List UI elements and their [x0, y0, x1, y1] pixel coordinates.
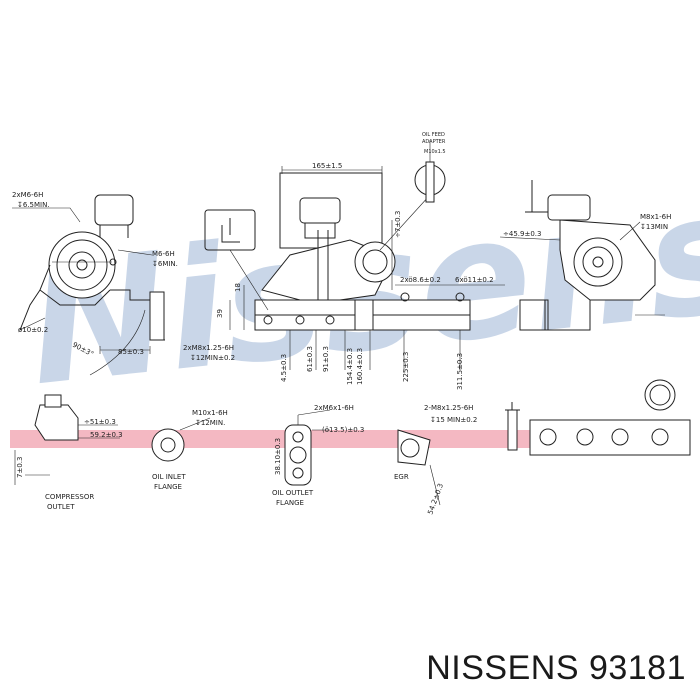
- dim-label: ↧6MIN.: [152, 260, 178, 268]
- dim-label: ÷45.9±0.3: [503, 230, 541, 238]
- exhaust-gasket: [529, 419, 691, 456]
- dim-label: 225±0.3: [402, 352, 410, 382]
- dim-label: ø10±0.2: [18, 326, 48, 334]
- dim-label: 165±1.5: [312, 162, 342, 170]
- leader-line: [499, 236, 561, 241]
- dim-label: 6xö11±0.2: [455, 276, 494, 284]
- leader-line: [19, 317, 46, 331]
- dim-label: 311.5±0.3: [456, 353, 464, 390]
- oil-feed-adapter: [425, 161, 435, 203]
- brand-name: NISSENS: [426, 649, 579, 687]
- dim-label: 54.2±0.3: [426, 482, 445, 515]
- dimension-line: [99, 346, 151, 354]
- dim-label: ↧12MIN±0.2: [190, 354, 235, 362]
- dim-label: 39: [216, 309, 224, 318]
- oil-inlet-flange: [151, 417, 211, 462]
- part-caption: OIL INLET: [152, 473, 186, 481]
- dim-label: 2-M8x1.25-6H: [424, 404, 473, 412]
- part-caption: FLANGE: [154, 483, 182, 491]
- dim-label: 2xM6x1-6H: [314, 404, 354, 412]
- compressor-side-view: [19, 194, 165, 341]
- leader-line: [619, 221, 641, 241]
- part-caption: OUTLET: [47, 503, 75, 511]
- dim-label: M10x1.5: [424, 149, 446, 155]
- gasket-ring: [644, 379, 676, 411]
- dimension-line: [229, 285, 245, 330]
- dim-label: 2xM8x1.25-6H: [183, 344, 234, 352]
- dim-label: 154.4±0.3: [346, 348, 354, 385]
- dimension-line: [289, 330, 461, 370]
- dim-label: ADAPTER: [422, 139, 446, 145]
- dim-label: 38.10±0.3: [274, 438, 282, 475]
- egr-flange: [397, 429, 441, 506]
- stud-bolt: [505, 402, 520, 451]
- turbo-rear-view: [519, 180, 656, 331]
- dim-label: 61±0.3: [306, 346, 314, 372]
- dim-label: 7±0.3: [16, 457, 24, 478]
- dim-label: 18: [234, 283, 242, 292]
- dimension-line: [281, 166, 383, 174]
- dimension-arc: [89, 309, 146, 376]
- dim-label: 59.2±0.3: [90, 431, 123, 439]
- dim-label: ÷7±0.3: [394, 211, 402, 238]
- dim-label: ↧12MIN.: [195, 419, 225, 427]
- part-caption: COMPRESSOR: [45, 493, 94, 501]
- dim-label: 2xM6-6H: [12, 191, 43, 199]
- dim-label: OIL FEED: [422, 132, 445, 138]
- turbo-front-view: [254, 172, 471, 331]
- compressor-outlet-detail: [14, 394, 120, 485]
- dim-label: (ö13.5)±0.3: [322, 426, 364, 434]
- leader-line: [12, 207, 81, 223]
- dim-label: M6-6H: [152, 250, 175, 258]
- leader-line: [117, 249, 153, 256]
- dim-label: M8x1-6H: [640, 213, 671, 221]
- oil-outlet-flange: [284, 409, 331, 486]
- dim-label: M10x1-6H: [192, 409, 228, 417]
- product-caption: NISSENS 93181: [426, 649, 686, 688]
- detail-inset: [221, 218, 240, 243]
- dim-label: 91±0.3: [322, 346, 330, 372]
- leader-line: [229, 249, 269, 311]
- part-caption: EGR: [394, 473, 409, 481]
- dim-label: 4.5±0.3: [280, 354, 288, 382]
- dim-label: 2xö8.6±0.2: [400, 276, 441, 284]
- part-caption: OIL OUTLET: [272, 489, 314, 497]
- dim-label: 85±0.3: [118, 348, 144, 356]
- leader-line: [379, 194, 431, 251]
- dim-label: 160.4±0.3: [356, 348, 364, 385]
- part-number: 93181: [588, 649, 686, 687]
- part-caption: FLANGE: [276, 499, 304, 507]
- dim-label: ↧13MIN: [640, 223, 668, 231]
- dim-label: ↧15 MIN±0.2: [430, 416, 477, 424]
- dim-label: ÷51±0.3: [84, 418, 116, 426]
- dim-label: ↧6.5MIN.: [17, 201, 50, 209]
